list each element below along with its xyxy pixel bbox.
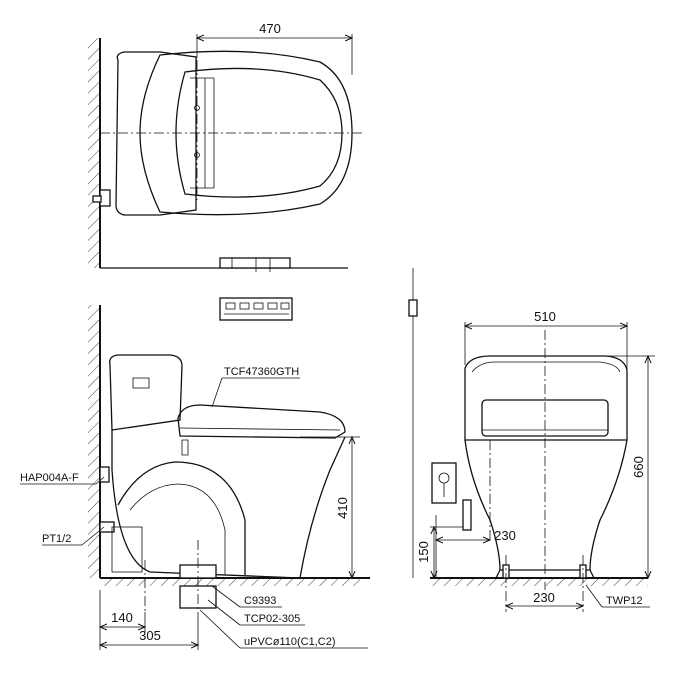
front-body — [464, 439, 628, 571]
leader-line — [207, 599, 241, 626]
dim-front-width: 510 — [534, 309, 556, 324]
front-view-wall-inlet — [408, 299, 418, 317]
top-view-wall-hatch — [88, 38, 100, 268]
dim-side-supply: 140 — [111, 610, 133, 625]
top-view: 470 — [88, 21, 365, 272]
side-bowl-body — [111, 430, 346, 579]
side-view-floor-hatch — [100, 578, 360, 586]
remote-control — [219, 297, 293, 321]
label-valve: HAP004A-F — [20, 472, 79, 484]
side-tank — [109, 354, 183, 431]
remote-button-icon — [253, 302, 264, 310]
remote-button-icon — [280, 302, 290, 310]
front-seat — [481, 399, 609, 437]
dim-side-drain: 305 — [139, 628, 161, 643]
leader-line — [211, 585, 241, 608]
front-base — [495, 569, 595, 579]
leader-line — [211, 377, 223, 408]
side-seat-line — [179, 427, 341, 431]
dim-front-base-width: 230 — [533, 590, 555, 605]
side-trapway — [117, 461, 246, 575]
dim-front-supply-offset: 230 — [494, 528, 516, 543]
label-bolt: C9393 — [244, 595, 276, 607]
remote-top-view — [219, 257, 291, 269]
side-seat — [177, 404, 346, 439]
top-view-inlet-valve — [92, 195, 102, 203]
tank-outline — [115, 51, 197, 216]
front-view-floor-hatch — [430, 578, 648, 586]
side-seat-hinge — [181, 439, 189, 456]
dim-top-width: 470 — [259, 21, 281, 36]
supply-box — [111, 526, 143, 573]
remote-button-icon — [267, 302, 278, 310]
flush-button — [132, 377, 150, 389]
supply-valve — [99, 466, 110, 483]
label-flange: TCP02-305 — [244, 613, 300, 625]
front-view: 510 660 230 150 230 TWP12 — [408, 268, 655, 612]
dim-front-supply-height: 150 — [416, 541, 431, 563]
leader-line — [199, 609, 241, 649]
side-view: 410 140 305 TCF47360GTH HAP004A-F PT1/2 … — [20, 305, 370, 650]
remote-button-icon — [239, 302, 250, 310]
front-supply-hose — [462, 499, 472, 531]
leader-line — [585, 584, 603, 608]
label-thread: PT1/2 — [42, 533, 71, 545]
side-view-wall-hatch — [88, 305, 100, 578]
dim-side-height: 410 — [335, 497, 350, 519]
label-drain-pipe: uPVCø110(C1,C2) — [244, 636, 336, 648]
leader-line — [95, 476, 105, 485]
front-tank — [464, 355, 628, 441]
front-tank-top-edge — [471, 361, 621, 373]
label-seat-model: TCF47360GTH — [224, 366, 299, 378]
dim-front-height: 660 — [631, 456, 646, 478]
leader-line — [81, 526, 105, 546]
remote-button-icon — [225, 302, 236, 310]
label-floor-bolt: TWP12 — [606, 595, 643, 607]
side-trapway-inner — [129, 483, 226, 575]
seat-outline — [175, 67, 343, 198]
